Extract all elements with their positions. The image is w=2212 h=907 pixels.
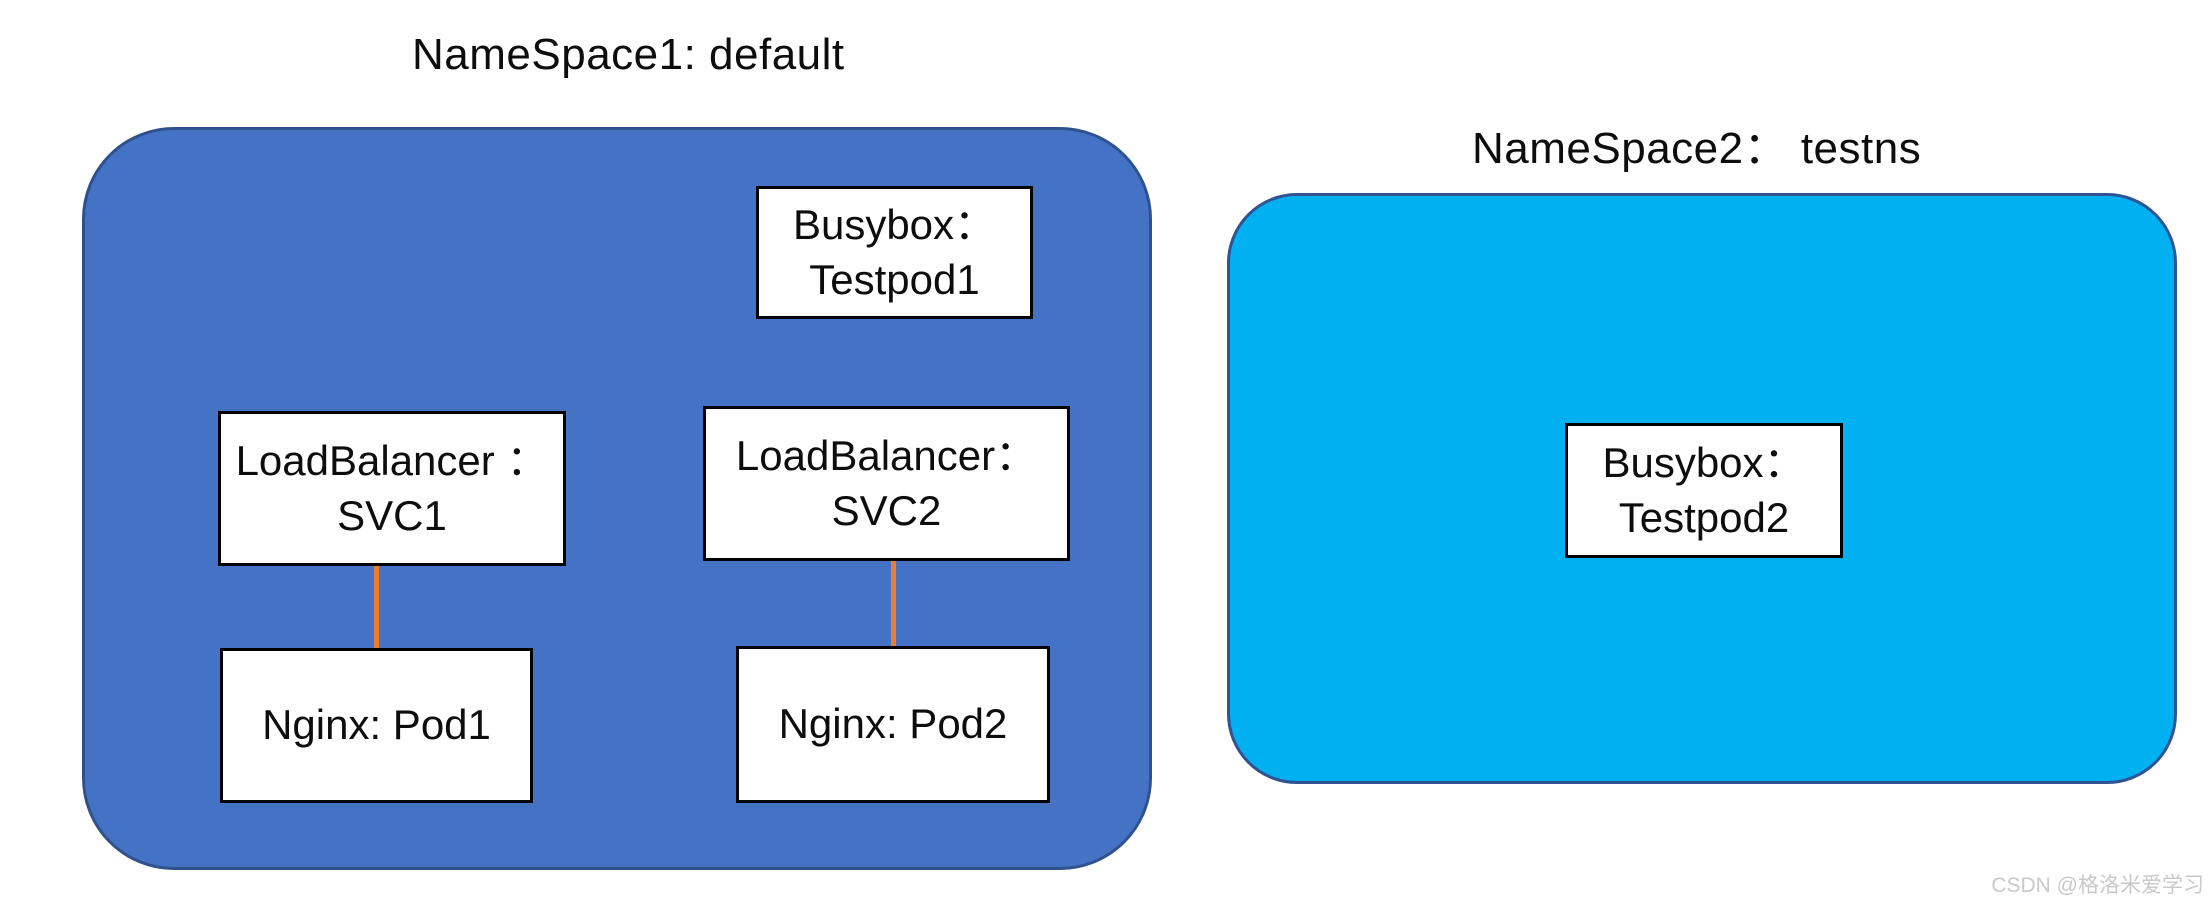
node-loadbalancer-svc1-line2: SVC1 <box>337 491 447 539</box>
node-busybox-testpod2-line1: Busybox： <box>1602 438 1806 486</box>
node-busybox-testpod1-line1: Busybox： <box>792 200 997 248</box>
node-busybox-testpod1-line2: Testpod1 <box>809 255 980 303</box>
node-nginx-pod1: Nginx: Pod1 <box>220 648 533 803</box>
node-nginx-pod2: Nginx: Pod2 <box>736 646 1050 803</box>
node-busybox-testpod2-line2: Testpod2 <box>1618 493 1790 541</box>
namespace1-container: Busybox： Testpod1 LoadBalancer ： SVC1 Lo… <box>82 127 1152 870</box>
namespace1-title: NameSpace1: default <box>412 30 845 79</box>
node-busybox-testpod1: Busybox： Testpod1 <box>756 186 1033 319</box>
namespace2-container: Busybox： Testpod2 <box>1227 193 2177 784</box>
node-nginx-pod2-label: Nginx: Pod2 <box>778 700 1008 748</box>
node-loadbalancer-svc2-line2: SVC2 <box>831 486 942 534</box>
node-loadbalancer-svc2-line1: LoadBalancer： <box>735 431 1038 479</box>
node-loadbalancer-svc2: LoadBalancer： SVC2 <box>703 406 1070 561</box>
connector-svc2-pod2 <box>891 558 896 646</box>
connector-svc1-pod1 <box>374 563 379 648</box>
node-nginx-pod1-label: Nginx: Pod1 <box>262 701 491 749</box>
csdn-watermark: CSDN @格洛米爱学习 <box>1991 874 2204 897</box>
node-loadbalancer-svc1: LoadBalancer ： SVC1 <box>218 411 566 566</box>
namespace2-title: NameSpace2： testns <box>1472 124 1922 173</box>
node-loadbalancer-svc1-line1: LoadBalancer ： <box>235 436 549 484</box>
node-busybox-testpod2: Busybox： Testpod2 <box>1565 423 1843 558</box>
